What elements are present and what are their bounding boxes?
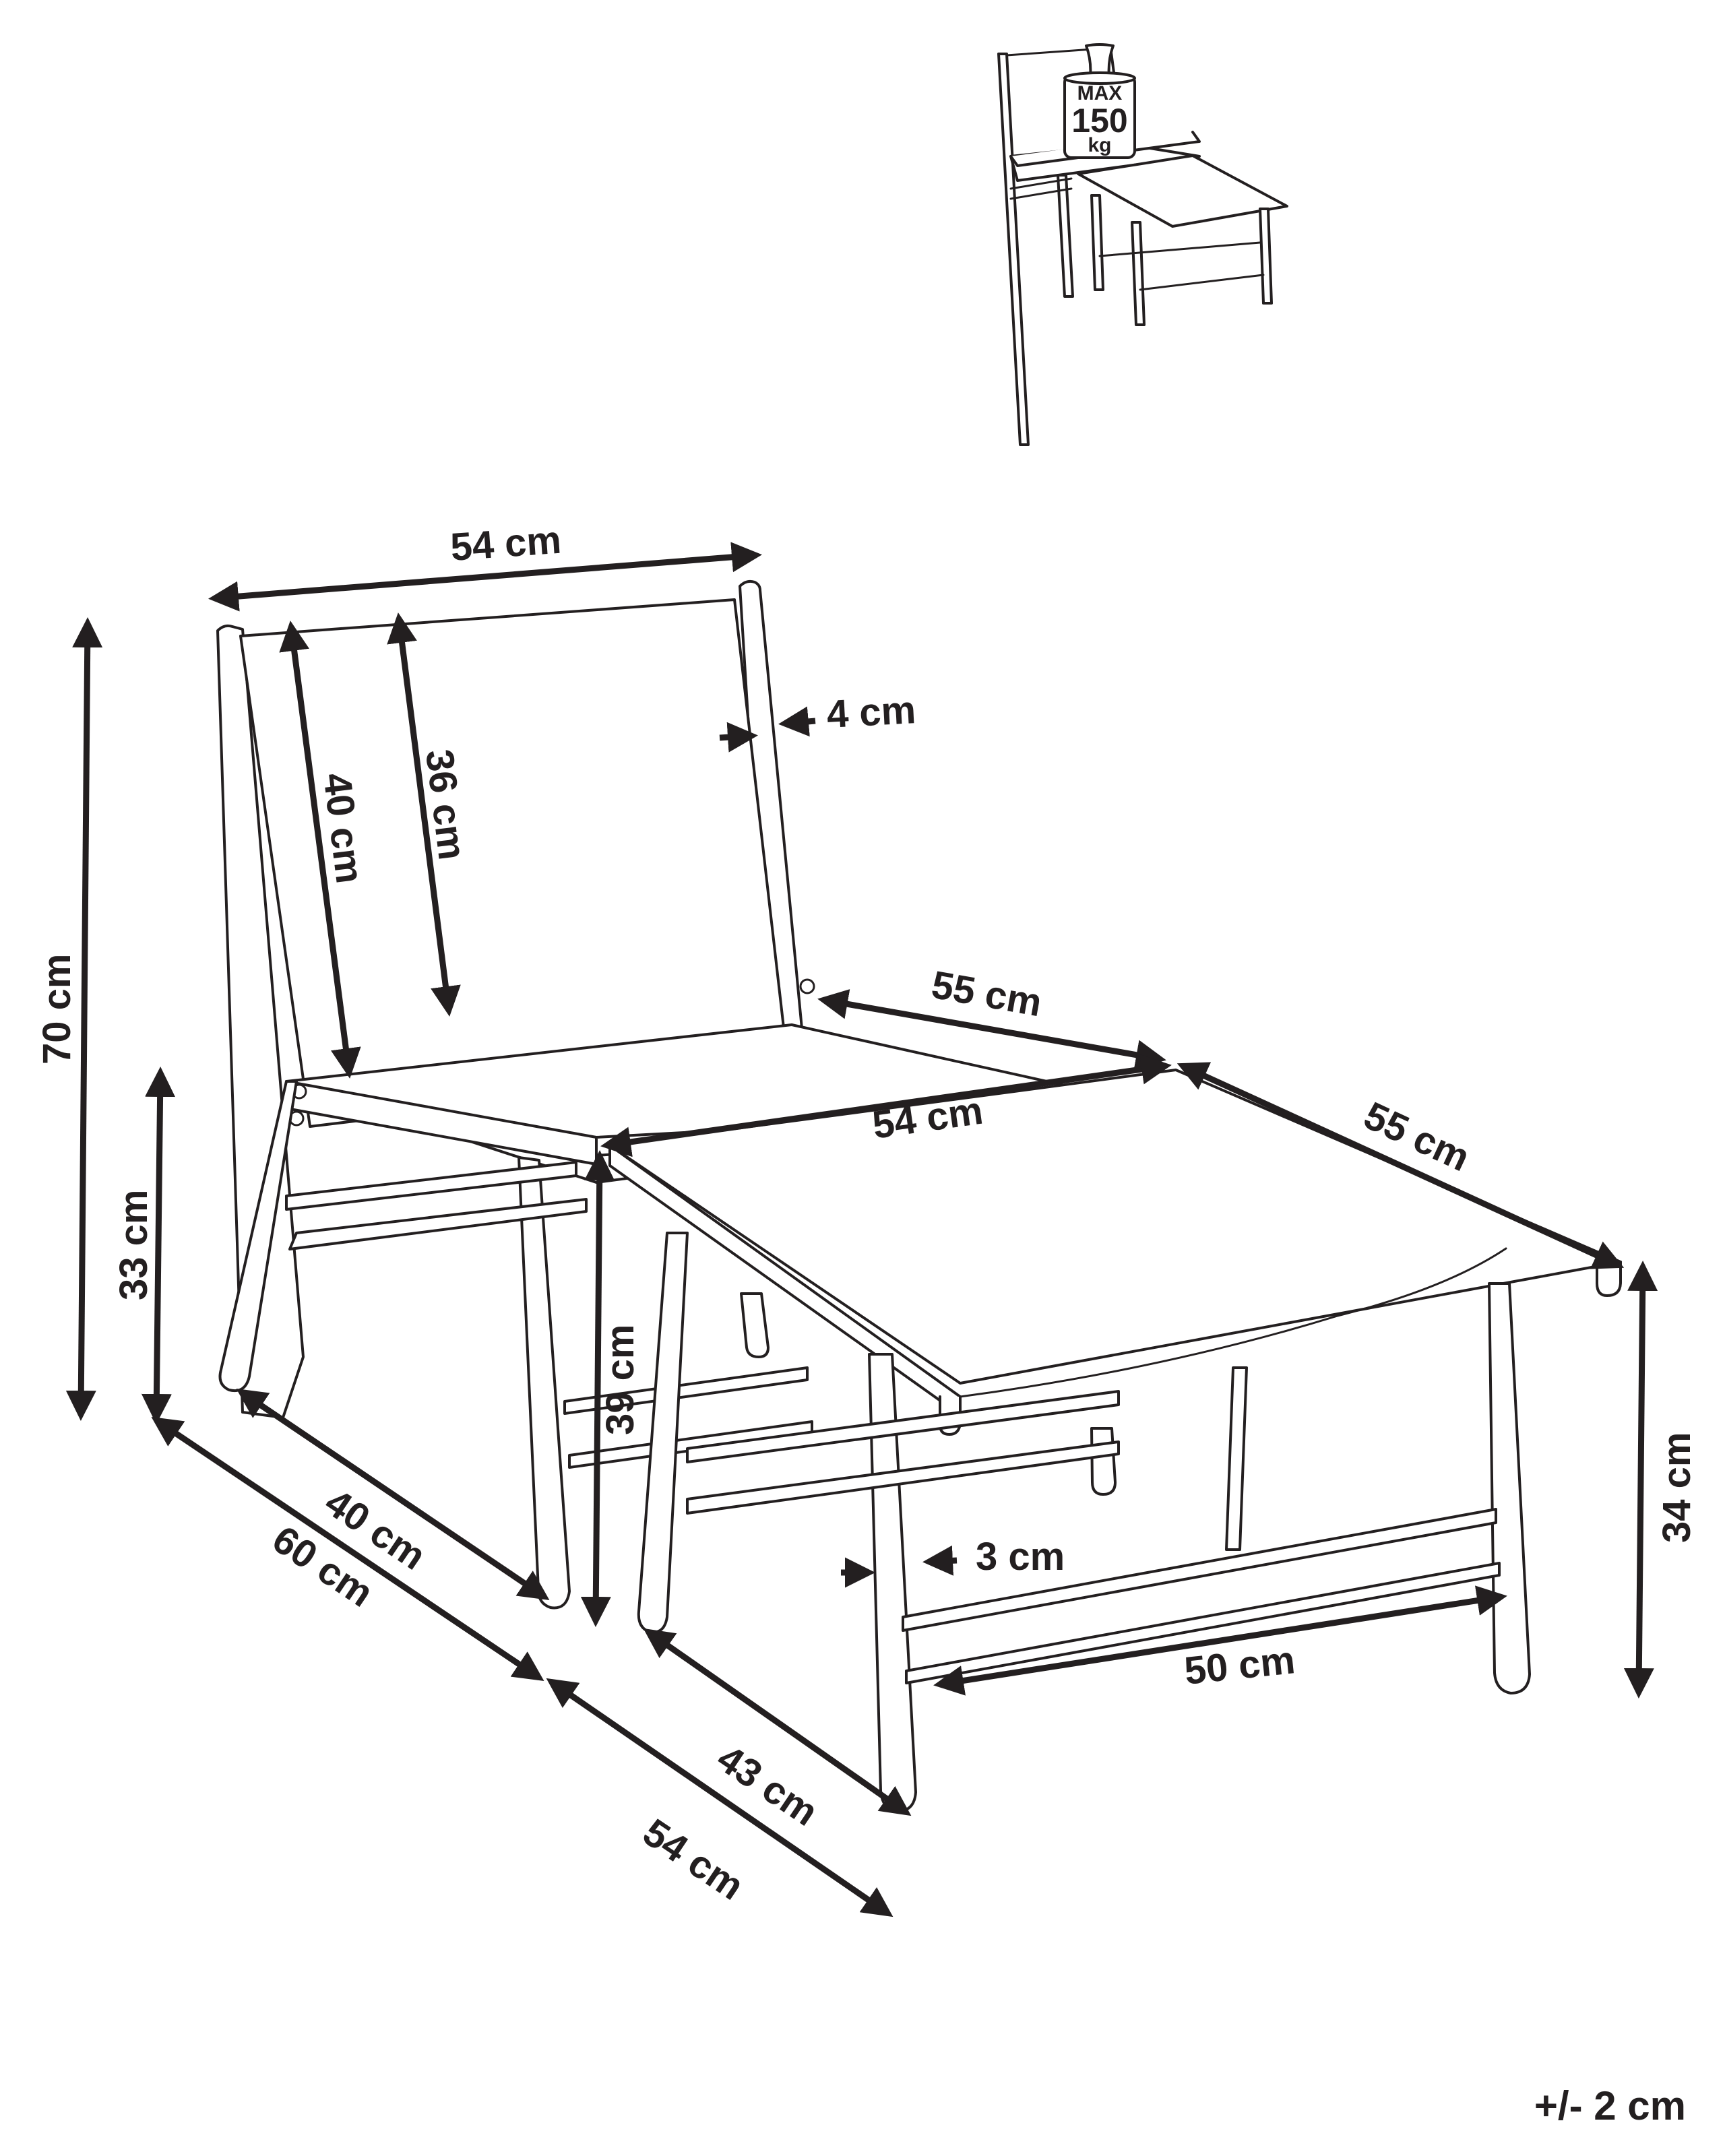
ottoman-drawing xyxy=(608,1069,1622,1813)
load-unit: kg xyxy=(1088,134,1111,156)
dimension-lines xyxy=(65,542,1658,1917)
label-ottoman-front-height: 39 cm xyxy=(598,1325,642,1435)
label-total-height: 70 cm xyxy=(35,954,79,1065)
label-frame-thickness-back: 4 cm xyxy=(825,688,916,736)
tolerance-note: +/- 2 cm xyxy=(1534,2083,1686,2128)
label-ottoman-leg-thickness: 3 cm xyxy=(976,1535,1065,1579)
load-max-label: MAX xyxy=(1077,82,1123,104)
load-value: 150 xyxy=(1071,102,1127,139)
label-ottoman-rear-height: 34 cm xyxy=(1655,1432,1699,1543)
max-load-badge: MAX 150 kg xyxy=(1063,43,1136,159)
thumbnail-chair-ottoman xyxy=(997,46,1288,446)
label-seat-height: 33 cm xyxy=(112,1190,156,1300)
label-seat-depth: 55 cm xyxy=(929,963,1045,1025)
label-ottoman-leg-depth: 43 cm xyxy=(710,1736,826,1835)
label-ottoman-total-width: 54 cm xyxy=(635,1810,752,1909)
label-back-width: 54 cm xyxy=(449,518,563,569)
